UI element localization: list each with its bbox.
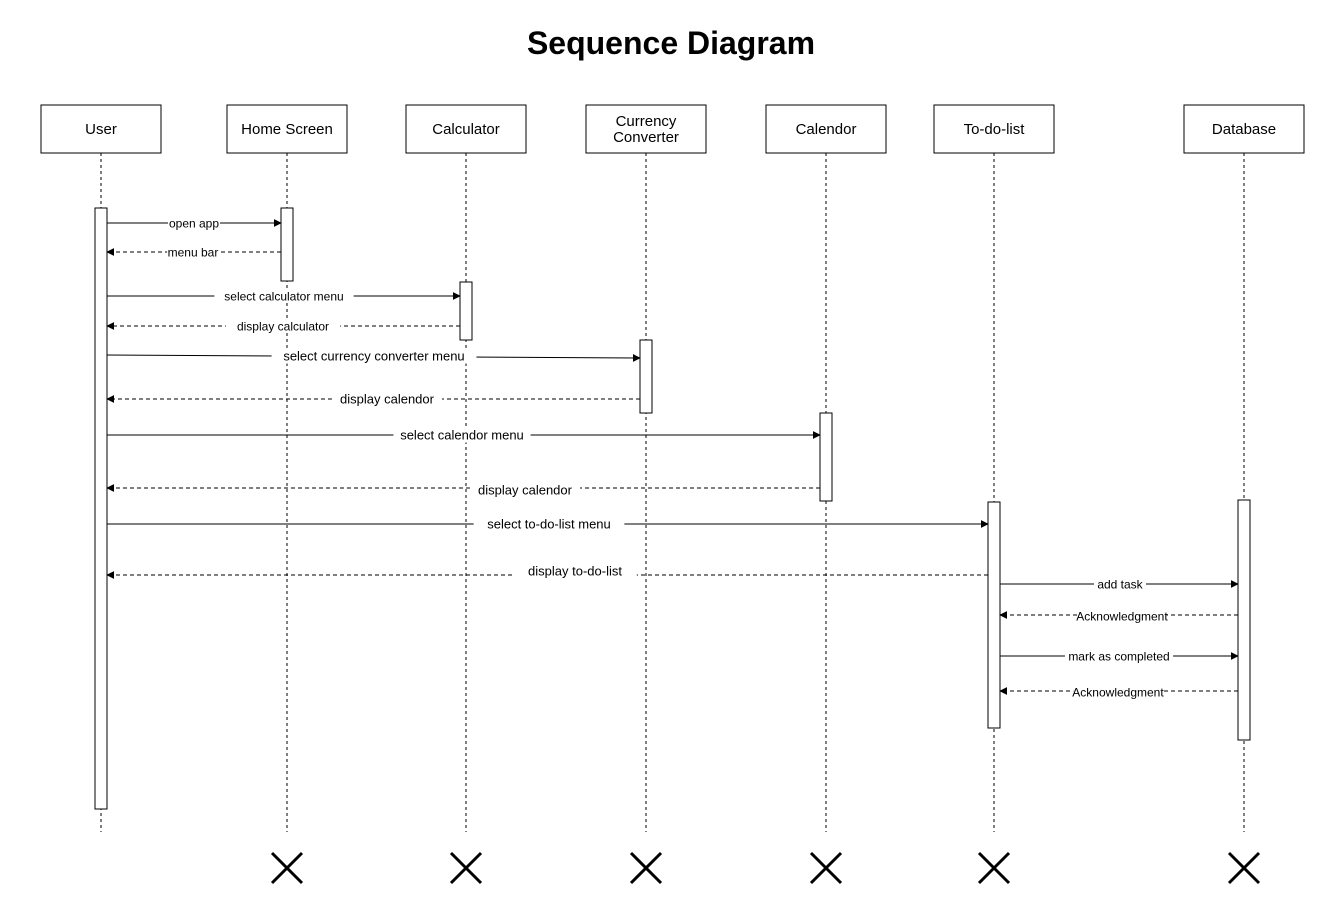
message-label-bg-12: [1064, 648, 1174, 663]
activation-db-0: [1237, 499, 1251, 741]
destroy-marker-cal: [809, 851, 843, 885]
message-3: display calculator: [106, 318, 460, 333]
message-label-bg-11: [1077, 608, 1167, 623]
destroy-marker-calc: [449, 851, 483, 885]
message-0: open app: [107, 215, 282, 230]
message-label-12: mark as completed: [1068, 649, 1169, 663]
destroy-marker-db: [1227, 851, 1261, 885]
message-label-2: select calculator menu: [224, 289, 343, 303]
lifelines-layer: [100, 153, 1245, 832]
activation-cal-0: [819, 412, 833, 502]
message-label-11: Acknowledgment: [1076, 609, 1168, 623]
destroy-marker-home: [270, 851, 304, 885]
participant-label-cal: Calendor: [796, 121, 857, 138]
message-5: display calendor: [106, 390, 640, 407]
participant-label-home: Home Screen: [241, 121, 333, 138]
message-label-8: select to-do-list menu: [487, 517, 611, 532]
participant-db[interactable]: Database: [1183, 104, 1305, 154]
participant-calc[interactable]: Calculator: [405, 104, 527, 154]
message-10: add task: [1000, 576, 1239, 591]
messages-layer: open app menu bar select calculator menu di…: [106, 215, 1239, 699]
participant-cal[interactable]: Calendor: [765, 104, 887, 154]
message-label-13: Acknowledgment: [1072, 685, 1164, 699]
message-label-6: select calendor menu: [400, 428, 524, 443]
message-11: Acknowledgment: [999, 608, 1238, 623]
participant-label-calc: Calculator: [432, 121, 500, 138]
message-label-1: menu bar: [168, 245, 219, 259]
message-label-bg-7: [469, 481, 581, 498]
message-2: select calculator menu: [107, 288, 461, 303]
message-label-bg-6: [393, 426, 531, 443]
message-label-bg-4: [271, 347, 477, 364]
participant-label-todo: To-do-list: [964, 121, 1026, 138]
participant-heads-layer: User Home Screen Calculator CurrencyConvert…: [40, 104, 1305, 154]
activation-todo-0: [987, 501, 1001, 729]
participant-box-home: [226, 104, 348, 154]
message-label-bg-1: [167, 244, 219, 259]
destroy-marker-todo: [977, 851, 1011, 885]
message-1: menu bar: [106, 244, 281, 259]
destroy-marker-conv: [629, 851, 663, 885]
message-label-bg-8: [473, 515, 625, 532]
message-12: mark as completed: [1000, 648, 1239, 663]
message-label-10: add task: [1097, 577, 1143, 591]
message-8: select to-do-list menu: [107, 515, 989, 532]
message-label-bg-3: [225, 318, 341, 333]
participant-box-db: [1183, 104, 1305, 154]
message-label-5: display calendor: [340, 392, 435, 407]
message-7: display calendor: [106, 481, 820, 498]
message-label-9: display to-do-list: [528, 564, 622, 579]
participant-box-cal: [765, 104, 887, 154]
page-title: Sequence Diagram: [527, 25, 815, 61]
message-label-bg-0: [168, 215, 220, 230]
participant-label-conv: Currency: [616, 113, 677, 130]
message-9: display to-do-list: [106, 562, 988, 579]
message-4: select currency converter menu: [106, 347, 641, 364]
participant-label-user: User: [85, 121, 117, 138]
participant-user[interactable]: User: [40, 104, 162, 154]
message-label-bg-2: [214, 288, 354, 303]
message-13: Acknowledgment: [999, 684, 1238, 699]
activation-home-0: [280, 207, 294, 282]
participant-label-db: Database: [1212, 121, 1276, 138]
activations-layer: [94, 207, 1251, 810]
participant-label-conv: Converter: [613, 129, 679, 146]
participant-box-conv: [585, 104, 707, 154]
destroy-markers-layer: [270, 851, 1261, 885]
message-label-0: open app: [169, 216, 219, 230]
activation-calc-0: [459, 281, 473, 341]
participant-box-user: [40, 104, 162, 154]
message-6: select calendor menu: [107, 426, 821, 443]
participant-home[interactable]: Home Screen: [226, 104, 348, 154]
participant-box-calc: [405, 104, 527, 154]
participant-box-todo: [933, 104, 1055, 154]
message-label-bg-10: [1094, 576, 1146, 591]
message-label-3: display calculator: [237, 319, 329, 333]
message-label-7: display calendor: [478, 483, 573, 498]
message-label-bg-13: [1073, 684, 1163, 699]
activation-user-0: [94, 207, 108, 810]
message-label-4: select currency converter menu: [283, 349, 464, 364]
activation-conv-0: [639, 339, 653, 414]
message-label-bg-5: [331, 390, 443, 407]
participant-todo[interactable]: To-do-list: [933, 104, 1055, 154]
message-label-bg-9: [513, 562, 637, 579]
